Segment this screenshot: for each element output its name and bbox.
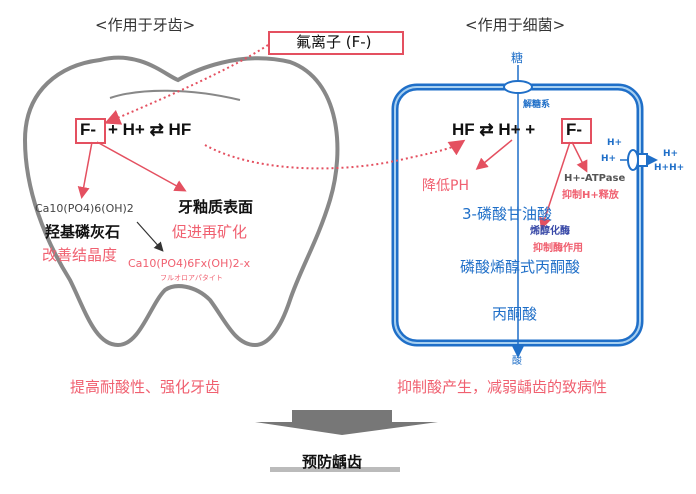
- proton-inside: H+: [601, 154, 617, 164]
- pep-label: 磷酸烯醇式丙酮酸: [460, 258, 581, 276]
- tooth-result: 提高耐酸性、强化牙齿: [70, 378, 221, 396]
- enolase-label: 烯醇化酶: [530, 226, 570, 237]
- atpase-label: H+-ATPase: [564, 173, 626, 184]
- f-ion-right: F-: [566, 120, 583, 139]
- pyruvate-label: 丙酮酸: [492, 305, 538, 323]
- fluoride-box: [268, 31, 404, 55]
- hydroxyapatite-formula: Ca10(PO4)6(OH)2: [35, 202, 134, 215]
- sugar-channel: [503, 80, 533, 94]
- right-title: <作用于细菌>: [465, 16, 566, 34]
- inhibit-enzyme: 抑制酶作用: [533, 243, 583, 254]
- enamel-label: 牙釉质表面: [178, 198, 254, 216]
- dotted-arrow-left: [104, 44, 269, 125]
- fluoride-label: 氟离子 (F-): [296, 33, 372, 51]
- inhibit-h-release: 抑制H+释放: [562, 190, 619, 201]
- f-box-right: [561, 118, 592, 144]
- sugar-label: 糖: [511, 51, 524, 65]
- fluoroapatite-jp: フルオロアパタイト: [160, 274, 223, 282]
- f-ion-left: F-: [80, 120, 97, 139]
- proton-inside: H+: [607, 138, 623, 148]
- down-arrow: [255, 410, 438, 435]
- glycolysis-label: 解糖系: [523, 100, 551, 110]
- bacteria-result: 抑制酸产生，减弱龋齿的致病性: [397, 378, 608, 396]
- pga-label: 3-磷酸甘油酸: [462, 205, 552, 223]
- lower-ph: 降低PH: [422, 178, 469, 194]
- acid-label: 酸: [512, 356, 522, 367]
- hydroxyapatite-name: 羟基磷灰石: [45, 223, 121, 241]
- enamel-effect: 促进再矿化: [172, 223, 248, 241]
- conclusion: 预防龋齿: [302, 453, 363, 471]
- f-box-left: [75, 118, 106, 144]
- tooth-outline: [22, 55, 340, 348]
- proton-outside: H+: [663, 149, 679, 159]
- left-title: <作用于牙齿>: [95, 16, 196, 34]
- tooth-enamel-line: [109, 89, 241, 101]
- tooth-equation: + H+ ⇄ HF: [108, 120, 192, 139]
- proton-outside: H+H+: [654, 163, 685, 173]
- hydroxyapatite-effect: 改善结晶度: [42, 246, 118, 264]
- fluoroapatite-formula: Ca10(PO4)6Fx(OH)2-x: [128, 257, 251, 270]
- proton-pump: [627, 149, 639, 171]
- dotted-arrow-right: [204, 139, 466, 170]
- bacteria-equation: HF ⇄ H+ +: [452, 120, 536, 139]
